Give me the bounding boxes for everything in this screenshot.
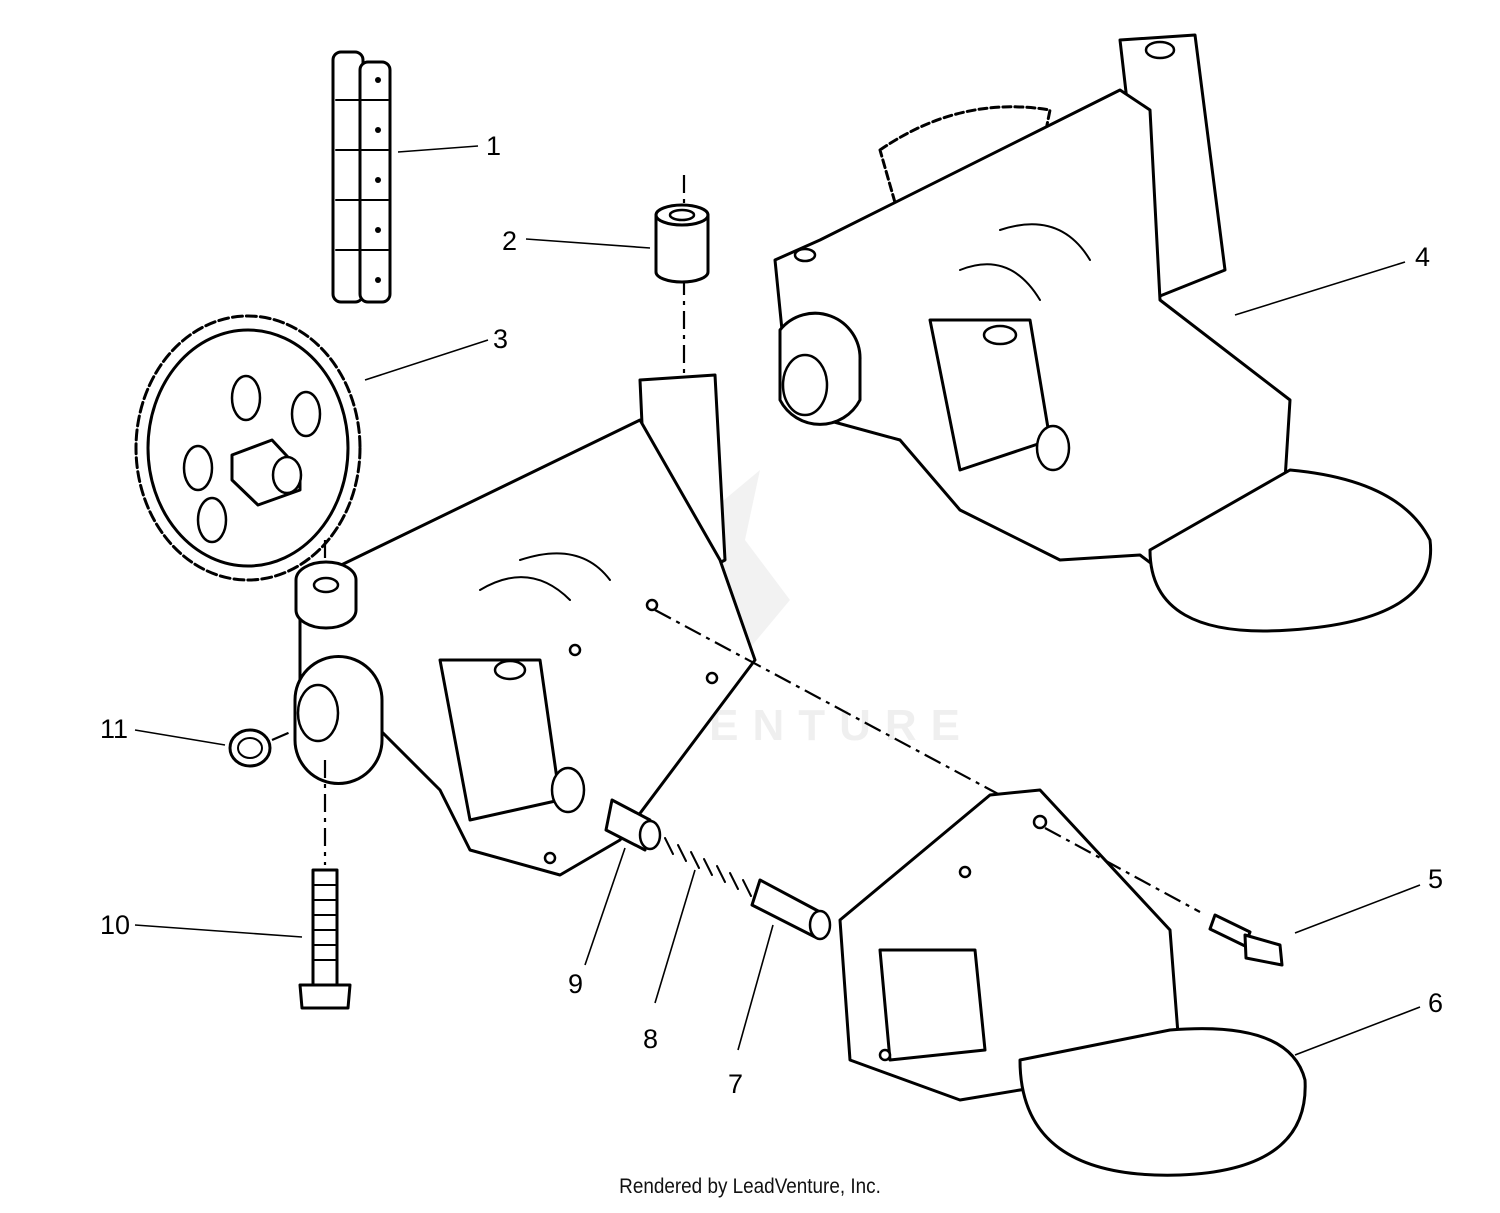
callout-3: 3 xyxy=(493,324,508,354)
part-10-bolt xyxy=(298,760,352,1010)
part-1-chain xyxy=(331,50,392,304)
callout-8: 8 xyxy=(643,1024,658,1054)
part-3-sprocket xyxy=(134,314,362,600)
callout-6: 6 xyxy=(1428,988,1443,1018)
callout-11: 11 xyxy=(100,714,128,744)
part-4-oil-pump-assembly xyxy=(773,33,1433,633)
part-8-spring xyxy=(664,837,752,897)
callout-4: 4 xyxy=(1415,242,1430,272)
part-2-bushing xyxy=(654,175,710,395)
oil-pump-body xyxy=(293,373,757,877)
callout-labels: 1 2 3 4 5 6 7 8 9 10 11 xyxy=(100,131,1443,1099)
callout-9: 9 xyxy=(568,969,583,999)
callout-1: 1 xyxy=(486,131,501,161)
callout-5: 5 xyxy=(1428,864,1443,894)
callout-2: 2 xyxy=(502,226,517,256)
callout-10: 10 xyxy=(100,910,130,940)
leader-lines xyxy=(134,145,1421,1056)
part-6-oil-pickup xyxy=(838,788,1307,1177)
callout-7: 7 xyxy=(728,1069,743,1099)
part-5-bolt xyxy=(1044,827,1284,967)
relief-valve-stack xyxy=(604,798,832,941)
credit-text: Rendered by LeadVenture, Inc. xyxy=(619,1175,881,1198)
part-11-plug xyxy=(228,728,296,768)
